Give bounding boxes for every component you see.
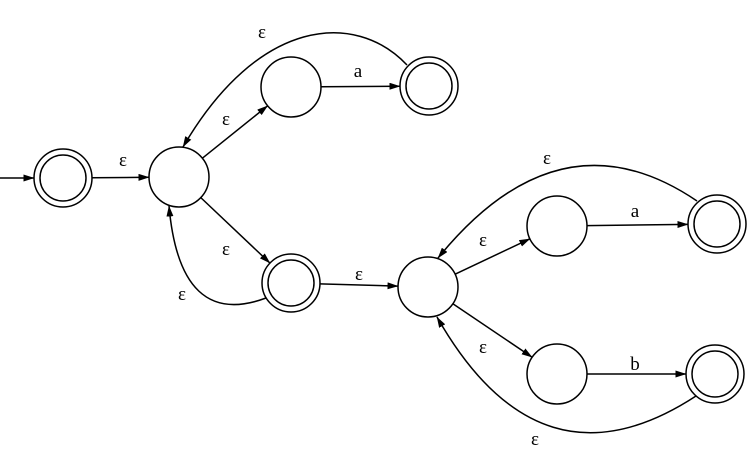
transition-label-q1-q2: ε [222, 109, 230, 130]
state-outer-circle [260, 56, 322, 118]
state-outer-circle [687, 194, 747, 254]
transition-edge-q7-q5 [437, 164, 698, 259]
transition-label-q3-q1: ε [258, 22, 266, 43]
state-outer-circle [148, 146, 210, 208]
transition-label-q1-q4: ε [222, 239, 230, 260]
state-outer-circle [399, 56, 459, 116]
state-outer-circle [526, 343, 588, 405]
transition-edge-q6-q7 [586, 220, 689, 228]
state-node-q1 [148, 146, 210, 208]
accepting-state-node-q7 [687, 194, 747, 254]
accepting-state-node-q4 [261, 253, 321, 313]
transition-edge-q5-q8 [452, 303, 533, 358]
state-inner-circle [267, 259, 315, 307]
state-outer-circle [397, 256, 459, 318]
transition-label-q4-q1: ε [178, 284, 186, 305]
transition-edge-q2-q3 [320, 82, 401, 90]
state-outer-circle [526, 195, 588, 257]
state-inner-circle [405, 62, 453, 110]
state-outer-circle [261, 253, 321, 313]
accepting-state-node-q3 [399, 56, 459, 116]
transition-label-q2-q3: a [354, 61, 363, 82]
transition-label-q5-q8: ε [479, 337, 487, 358]
labels-layer: ε ε a ε ε ε ε ε a ε ε b ε [119, 22, 640, 450]
transition-label-q8-q9: b [630, 354, 640, 375]
transition-edge-q9-q5 [436, 316, 697, 434]
transition-label-q6-q7: a [631, 201, 640, 222]
state-inner-circle [691, 350, 739, 398]
state-node-q2 [260, 56, 322, 118]
transition-edge-q4-q1 [166, 205, 267, 306]
state-outer-circle [685, 344, 745, 404]
transition-edge-q4-q5 [319, 282, 399, 290]
states-layer [33, 56, 747, 405]
state-outer-circle [33, 148, 93, 208]
state-node-q5 [397, 256, 459, 318]
transition-label-q4-q5: ε [355, 264, 363, 285]
accepting-state-node-q9 [685, 344, 745, 404]
transition-edge-q1-q4 [200, 197, 271, 264]
transition-label-q0-q1: ε [119, 150, 127, 171]
state-inner-circle [693, 200, 741, 248]
state-inner-circle [39, 154, 87, 202]
transitions-layer [0, 32, 698, 434]
transition-label-q5-q6: ε [479, 230, 487, 251]
transition-label-q7-q5: ε [543, 148, 551, 169]
transition-edge-q3-q1 [182, 32, 408, 148]
transition-edge-q1-q2 [201, 105, 269, 159]
transition-label-q9-q5: ε [531, 429, 539, 450]
transition-edge-q5-q6 [454, 238, 531, 275]
state-node-q6 [526, 195, 588, 257]
state-node-q8 [526, 343, 588, 405]
accepting-state-node-q0 [33, 148, 93, 208]
